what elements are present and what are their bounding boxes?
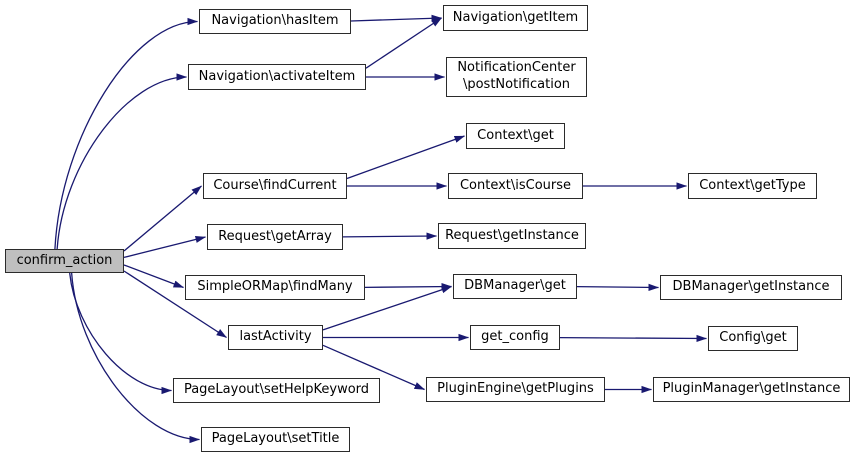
node-label: Request\getArray <box>218 228 332 244</box>
node-label: Request\getInstance <box>445 227 579 243</box>
call-edges <box>54 14 707 444</box>
node-label: PluginEngine\getPlugins <box>437 381 594 397</box>
edge-confirm-action-to-simpleormap-findmany <box>123 264 184 289</box>
node-navigation-activateitem[interactable]: Navigation\activateItem <box>188 64 366 90</box>
node-pluginmanager-getinstance[interactable]: PluginManager\getInstance <box>653 377 850 402</box>
node-label: Navigation\activateItem <box>198 68 356 84</box>
node-dbmanager-getinstance[interactable]: DBManager\getInstance <box>660 275 842 300</box>
edge-confirm-action-to-navigation-hasitem <box>54 17 198 250</box>
node-label: PageLayout\setHelpKeyword <box>183 382 370 398</box>
node-pluginengine-getplugins[interactable]: PluginEngine\getPlugins <box>426 377 605 402</box>
node-label: DBManager\getInstance <box>672 279 830 295</box>
node-label: Navigation\hasItem <box>211 13 339 29</box>
edge-request-getarray-to-request-getinstance <box>342 232 437 240</box>
edge-get-config-to-config-get <box>559 334 707 343</box>
node-context-get[interactable]: Context\get <box>466 123 565 149</box>
node-label: Config\get <box>719 330 787 346</box>
node-navigation-getitem[interactable]: Navigation\getItem <box>443 5 588 31</box>
edge-confirm-action-to-pagelayout-sethelpkeyword <box>69 272 172 395</box>
node-request-getinstance[interactable]: Request\getInstance <box>438 223 586 249</box>
node-request-getarray[interactable]: Request\getArray <box>207 224 343 250</box>
edge-simpleormap-findmany-to-dbmanager-get <box>364 282 452 291</box>
edge-confirm-action-to-request-getarray <box>123 235 206 259</box>
node-lastactivity[interactable]: lastActivity <box>228 325 323 350</box>
edge-dbmanager-get-to-dbmanager-getinstance <box>576 283 659 291</box>
edge-navigation-hasitem-to-navigation-getitem <box>350 14 442 22</box>
node-label: Course\findCurrent <box>213 177 337 193</box>
node-label: PageLayout\setTitle <box>211 431 340 447</box>
edge-confirm-action-to-course-findcurrent <box>123 185 202 252</box>
node-context-gettype[interactable]: Context\getType <box>688 173 817 199</box>
node-label: NotificationCenter \postNotification <box>457 60 576 92</box>
edge-navigation-activateitem-to-navigation-getitem <box>365 17 442 69</box>
node-label: lastActivity <box>239 329 312 345</box>
node-pagelayout-settitle[interactable]: PageLayout\setTitle <box>201 427 350 452</box>
node-label: Navigation\getItem <box>452 9 579 25</box>
edge-confirm-action-to-navigation-activateitem <box>56 73 187 250</box>
node-config-get[interactable]: Config\get <box>708 326 798 351</box>
node-label: confirm_action <box>16 252 113 268</box>
node-get-config[interactable]: get_config <box>470 325 560 350</box>
node-simpleormap-findmany[interactable]: SimpleORMap\findMany <box>185 275 365 300</box>
edge-course-findcurrent-to-context-get <box>346 135 465 180</box>
node-label: Context\getType <box>699 177 806 193</box>
node-label: PluginManager\getInstance <box>662 381 841 397</box>
node-dbmanager-get[interactable]: DBManager\get <box>453 274 577 299</box>
node-label: Context\isCourse <box>459 177 572 193</box>
node-navigation-hasitem[interactable]: Navigation\hasItem <box>199 9 351 34</box>
node-notificationcenter-postnotification[interactable]: NotificationCenter \postNotification <box>446 57 587 97</box>
node-label: Context\get <box>477 127 554 143</box>
node-pagelayout-sethelpkeyword[interactable]: PageLayout\setHelpKeyword <box>173 378 380 403</box>
node-label: DBManager\get <box>464 278 566 294</box>
node-label: SimpleORMap\findMany <box>197 279 353 295</box>
node-context-iscourse[interactable]: Context\isCourse <box>448 173 583 199</box>
node-label: get_config <box>481 329 549 345</box>
node-course-findcurrent[interactable]: Course\findCurrent <box>203 173 347 199</box>
node-confirm-action: confirm_action <box>5 249 124 273</box>
edge-confirm-action-to-pagelayout-settitle <box>70 272 200 444</box>
